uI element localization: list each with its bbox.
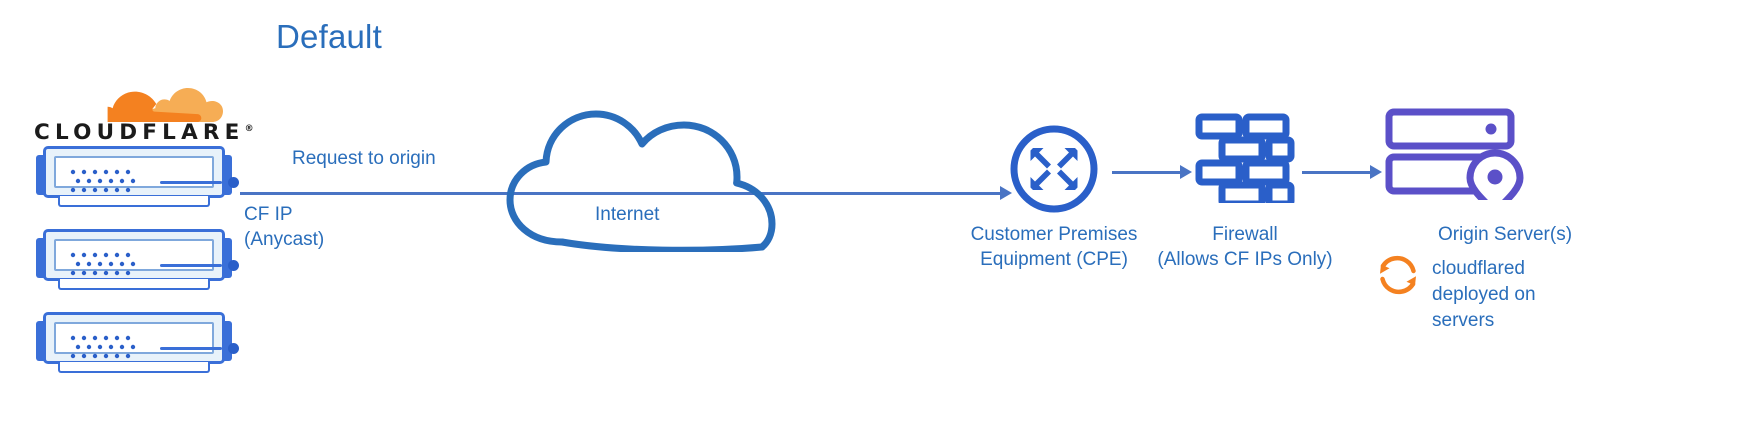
cloudflare-logo: CLOUDFLARE®: [34, 86, 254, 148]
request-to-origin-label: Request to origin: [292, 148, 436, 169]
server-face: [54, 156, 239, 193]
server-base: [58, 362, 210, 373]
page-title: Default: [276, 18, 382, 55]
firewall-label-line2: (Allows CF IPs Only): [1157, 249, 1333, 270]
server-indicator-line: [160, 181, 222, 184]
cloud-icon: [506, 110, 776, 254]
cloudflare-cloud-logo-icon: [107, 88, 223, 122]
server-stack-icon: [36, 312, 239, 374]
cf-ip-label-line2: (Anycast): [244, 229, 325, 250]
brick-wall-firewall-icon: [1195, 113, 1295, 208]
server-body: [43, 312, 239, 364]
cloudflared-sync-node: [1375, 252, 1421, 298]
cloudflared-line2: deployed on: [1432, 284, 1536, 305]
firewall-to-origin-arrowhead-icon: [1370, 165, 1382, 179]
cloudflare-wordmark: CLOUDFLARE®: [34, 120, 254, 145]
request-flow-arrowhead-icon: [1000, 186, 1012, 200]
server-body: [43, 146, 239, 198]
server-body: [43, 229, 239, 281]
server-indicator-line: [160, 264, 222, 267]
cloudflared-line3: servers: [1432, 310, 1495, 331]
internet-label: Internet: [595, 204, 660, 225]
origin-server-node: [1385, 108, 1533, 216]
server-base: [58, 196, 210, 207]
server-face: [54, 322, 239, 359]
server-vents-icon: [70, 252, 136, 276]
cf-ip-label-line1: CF IP: [244, 204, 293, 225]
server-vents-icon: [70, 335, 136, 359]
cloudflared-caption: cloudflared deployed on servers: [1432, 256, 1536, 334]
router-converging-arrows-icon: [1010, 125, 1098, 213]
cloudflared-line1: cloudflared: [1432, 258, 1525, 279]
server-led-icon: [228, 177, 239, 188]
firewall-node: [1195, 113, 1295, 208]
server-indicator-line: [160, 347, 222, 350]
cpe-to-firewall-line: [1112, 171, 1180, 174]
server-led-icon: [228, 343, 239, 354]
cpe-label-line1: Customer Premises: [970, 224, 1138, 245]
firewall-to-origin-line: [1302, 171, 1370, 174]
cpe-label-line2: Equipment (CPE): [980, 249, 1128, 270]
sync-refresh-icon: [1379, 255, 1417, 295]
origin-server-label: Origin Server(s): [1437, 224, 1573, 245]
server-led-icon: [228, 260, 239, 271]
request-flow-line: [240, 192, 1000, 195]
cpe-node: [1008, 123, 1100, 215]
server-rack-location-pin-icon: [1385, 108, 1524, 216]
server-stack-icon: [36, 229, 239, 291]
server-base: [58, 279, 210, 290]
server-stack-icon: [36, 146, 239, 208]
firewall-label-line1: Firewall: [1212, 224, 1278, 245]
cpe-to-firewall-arrowhead-icon: [1180, 165, 1192, 179]
server-vents-icon: [70, 169, 136, 193]
internet-cloud: Internet: [500, 84, 790, 254]
server-face: [54, 239, 239, 276]
